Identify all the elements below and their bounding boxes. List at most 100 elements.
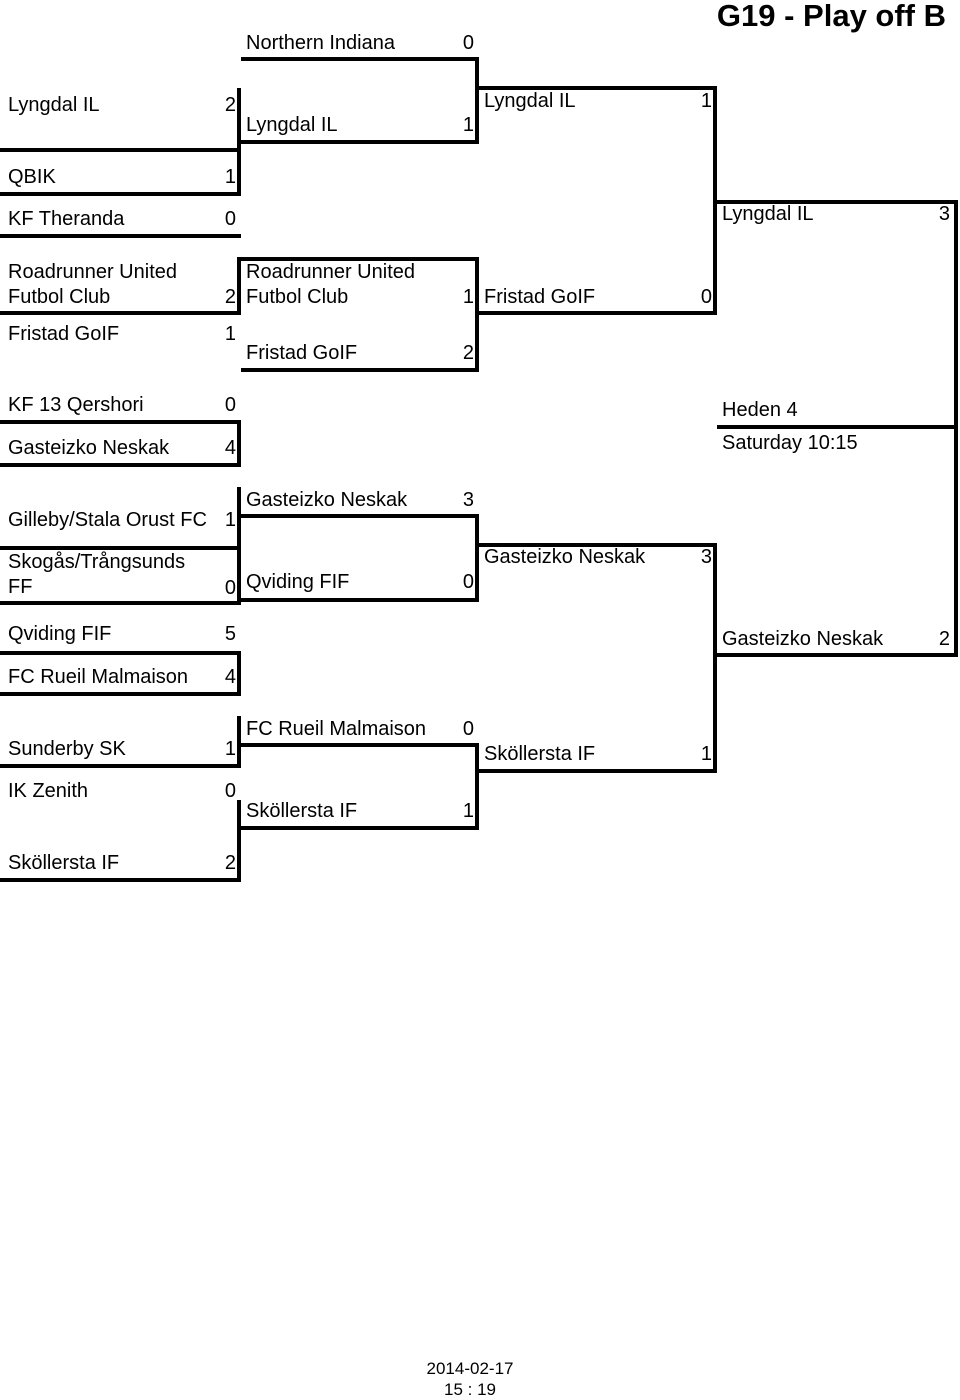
bracket-line (479, 543, 717, 547)
bracket-line (0, 878, 241, 882)
bracket-line (237, 257, 241, 315)
qf3-team2: Qviding FIF (246, 571, 350, 593)
r1-m1-score2: 1 (224, 166, 236, 188)
r1-m7-score1: 1 (224, 738, 236, 760)
final-time: Saturday 10:15 (722, 432, 858, 454)
r1-m3-team1: Roadrunner United Futbol Club (8, 261, 177, 308)
qf1-score1: 0 (462, 32, 474, 54)
bracket-line (475, 743, 479, 830)
footer-time: 15 : 19 (444, 1380, 496, 1399)
bracket-line (717, 425, 958, 429)
r1-m6-score1: 5 (224, 623, 236, 645)
r1-m4-team2: Gasteizko Neskak (8, 437, 170, 459)
final-score2: 2 (938, 628, 950, 650)
page-title: G19 - Play off B (716, 0, 946, 33)
final-venue: Heden 4 (722, 399, 798, 421)
bracket-line (717, 653, 958, 657)
qf4-score2: 1 (462, 800, 474, 822)
bracket-line (0, 651, 241, 655)
final-team2: Gasteizko Neskak (722, 628, 884, 650)
bracket-line (479, 769, 717, 773)
qf3-team1: Gasteizko Neskak (246, 489, 408, 511)
qf4-team2: Sköllersta IF (246, 800, 358, 822)
bracket-line (0, 692, 241, 696)
r1-m3-team2: Fristad GoIF (8, 323, 120, 345)
bracket-line (0, 192, 241, 196)
r1-m6-team2: FC Rueil Malmaison (8, 666, 189, 688)
r1-m6-team1: Qviding FIF (8, 623, 112, 645)
r1-m3-score1: 2 (224, 286, 236, 308)
bracket-line (241, 57, 479, 61)
qf1-team2: Lyngdal IL (246, 114, 338, 136)
r1-m1-team1: Lyngdal IL (8, 94, 100, 116)
r1-m7-score2: 0 (224, 780, 236, 802)
sf1-team1: Lyngdal IL (484, 90, 576, 112)
bracket-line (0, 764, 241, 768)
bracket-line (479, 86, 717, 90)
bracket-line (954, 200, 958, 657)
bracket-line (241, 743, 479, 747)
bracket-line (713, 543, 717, 773)
bracket-line (717, 200, 958, 204)
bracket-line (0, 311, 241, 315)
bracket-line (241, 826, 479, 830)
bracket-line (0, 601, 241, 605)
sf1-score2: 0 (700, 286, 712, 308)
bracket-line (237, 651, 241, 696)
final-team1: Lyngdal IL (722, 203, 814, 225)
r1-m4-team1: KF 13 Qershori (8, 394, 144, 416)
sf2-score1: 3 (700, 546, 712, 568)
bracket-line (237, 487, 241, 605)
bracket-line (237, 420, 241, 467)
r1-m7-team2: IK Zenith (8, 780, 89, 802)
r1-m6-score2: 4 (224, 666, 236, 688)
qf2-team2: Fristad GoIF (246, 342, 358, 364)
qf1-team1: Northern Indiana (246, 32, 395, 54)
bracket-line (241, 514, 479, 518)
bracket-line (241, 598, 479, 602)
bracket-line (475, 257, 479, 372)
bracket-line (241, 368, 479, 372)
bracket-line (479, 311, 717, 315)
r1-m3-score2: 1 (224, 323, 236, 345)
bracket-line (241, 140, 479, 144)
qf3-score2: 0 (462, 571, 474, 593)
qf4-score1: 0 (462, 718, 474, 740)
qf1-score2: 1 (462, 114, 474, 136)
bracket-line (241, 257, 479, 261)
r1-m1-team2: QBIK (8, 166, 56, 188)
bracket-line (0, 234, 241, 238)
bracket-line (237, 88, 241, 196)
footer-date: 2014-02-17 (426, 1359, 514, 1378)
bracket-line (475, 57, 479, 144)
r1-m4-score1: 0 (224, 394, 236, 416)
r1-m5-score2: 0 (224, 577, 236, 599)
qf4-team1: FC Rueil Malmaison (246, 718, 427, 740)
r1-team: Sköllersta IF (8, 852, 120, 874)
sf1-team2: Fristad GoIF (484, 286, 596, 308)
bracket-line (475, 514, 479, 602)
bracket-line (237, 716, 241, 768)
r1-score: 0 (224, 208, 236, 230)
qf3-score1: 3 (462, 489, 474, 511)
sf2-team2: Sköllersta IF (484, 743, 596, 765)
bracket-line (0, 463, 241, 467)
r1-team: KF Theranda (8, 208, 125, 230)
r1-m7-team1: Sunderby SK (8, 738, 126, 760)
sf2-team1: Gasteizko Neskak (484, 546, 646, 568)
bracket-line (0, 420, 241, 424)
r1-m5-team2: Skogås/Trångsunds FF (8, 551, 186, 598)
r1-m4-score2: 4 (224, 437, 236, 459)
qf2-team1: Roadrunner United Futbol Club (246, 261, 415, 308)
r1-m5-team1: Gilleby/Stala Orust FC (8, 509, 207, 531)
qf2-score1: 1 (462, 286, 474, 308)
bracket-line (713, 86, 717, 315)
r1-score: 2 (224, 852, 236, 874)
bracket-line (0, 148, 241, 152)
qf2-score2: 2 (462, 342, 474, 364)
r1-m5-score1: 1 (224, 509, 236, 531)
final-score1: 3 (938, 203, 950, 225)
bracket-line (0, 546, 241, 550)
r1-m1-score1: 2 (224, 94, 236, 116)
sf1-score1: 1 (700, 90, 712, 112)
